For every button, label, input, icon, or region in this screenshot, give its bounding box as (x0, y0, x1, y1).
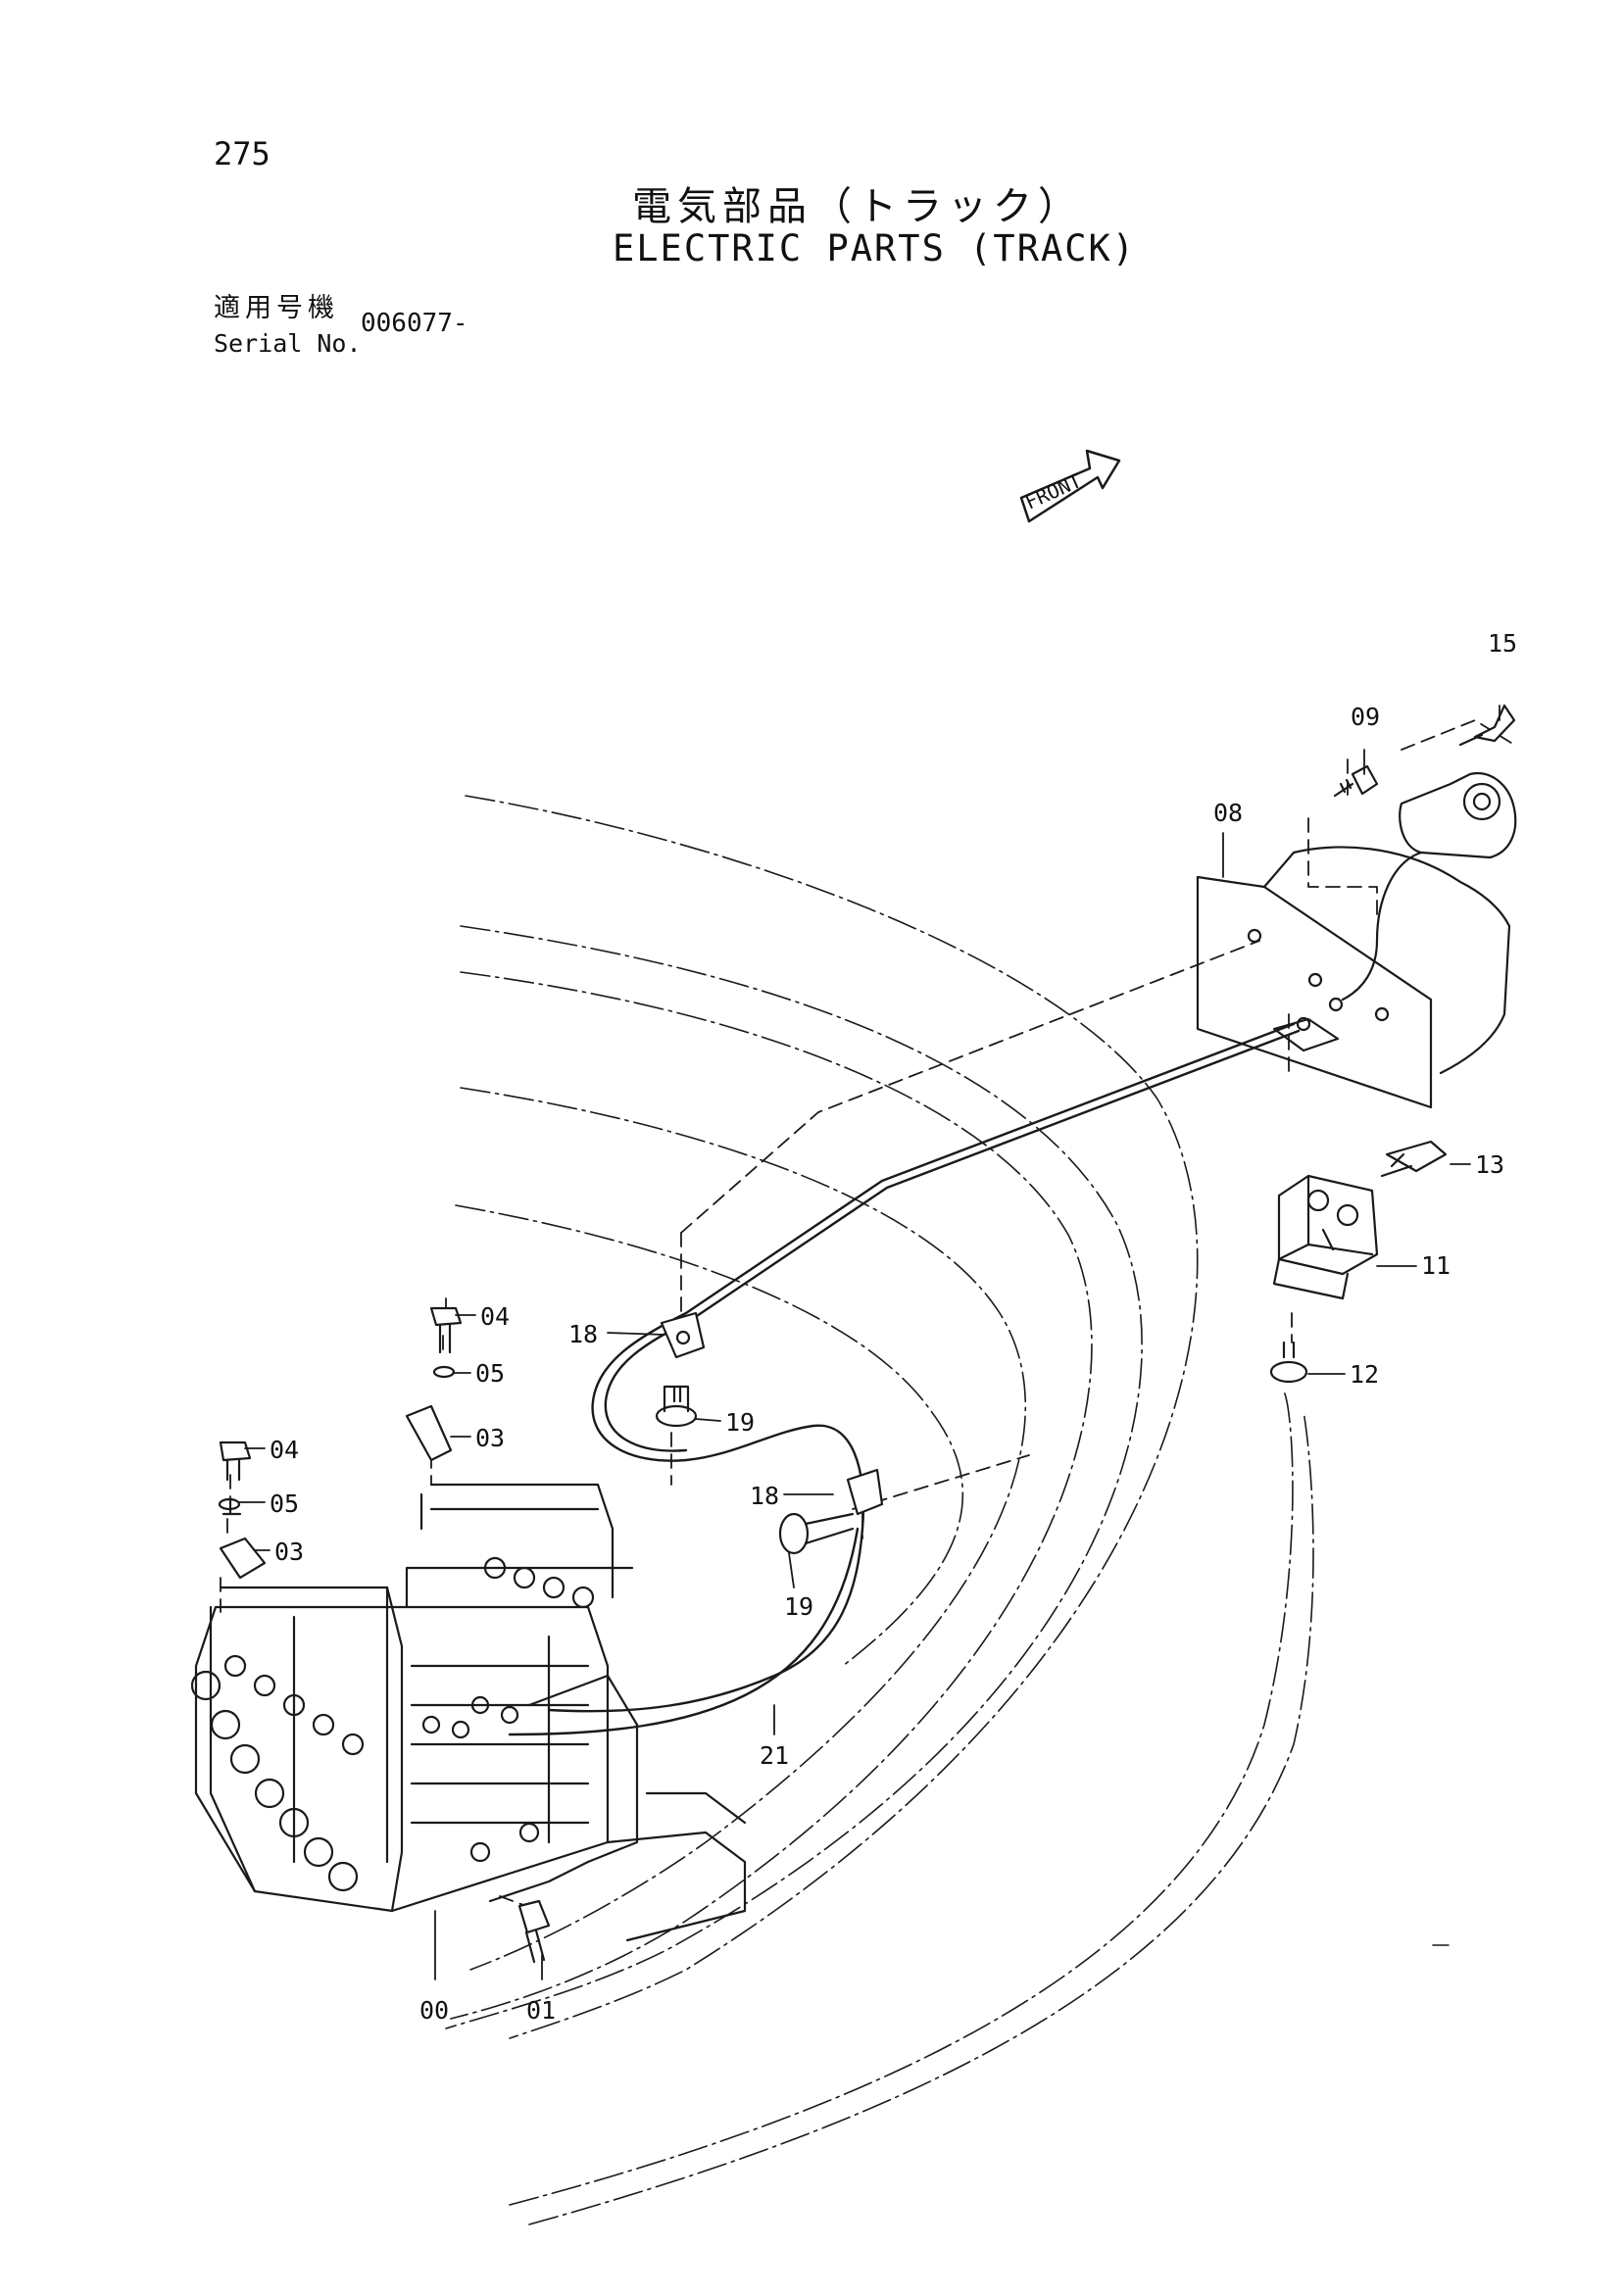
callout-03-lower: 03 (274, 1538, 304, 1566)
page-number: 275 (214, 135, 270, 172)
callout-21: 21 (760, 1741, 789, 1770)
callout-18-lower: 18 (750, 1482, 779, 1510)
callout-15: 15 (1488, 629, 1517, 658)
page-title-japanese: 電気部品（トラック） (632, 184, 1083, 229)
serial-value: 006077- (361, 309, 468, 338)
guide-lines (220, 719, 1515, 1912)
wing-bolt-13-icon (1380, 1140, 1448, 1178)
callout-04-lower: 04 (270, 1436, 299, 1464)
callout-09: 09 (1351, 703, 1380, 731)
callout-08: 08 (1213, 799, 1243, 827)
callout-19-lower: 19 (784, 1592, 813, 1621)
bolt-19-lower-icon (778, 1512, 855, 1555)
front-arrow-icon: FRONT (1019, 449, 1121, 523)
bolt-19-upper-icon (655, 1385, 698, 1428)
washer-05-lower-icon (218, 1497, 241, 1511)
bolt-09-icon (1333, 764, 1379, 798)
serial-label-japanese: 適用号機 (214, 293, 339, 323)
bolt-15-icon (1458, 704, 1516, 747)
bracket-03-upper (405, 1404, 453, 1462)
bolt-01-icon (517, 1899, 551, 1964)
relay-bracket (1272, 1174, 1379, 1300)
bolt-12-icon (1269, 1341, 1308, 1384)
callout-03-upper: 03 (475, 1424, 505, 1452)
valve-block-assembly (190, 1483, 747, 1942)
clamp-18-lower (846, 1468, 884, 1516)
callout-04-upper: 04 (480, 1302, 510, 1331)
bolt-04-lower-icon (219, 1441, 252, 1482)
callout-05-lower: 05 (270, 1490, 299, 1518)
bolt-04-upper-icon (429, 1306, 463, 1354)
clamp-18-upper (660, 1311, 706, 1359)
callout-18-upper: 18 (568, 1320, 598, 1348)
callout-19-upper: 19 (725, 1408, 755, 1437)
callout-00: 00 (419, 1996, 449, 2025)
page-title-english: ELECTRIC PARTS (TRACK) (613, 227, 1137, 269)
bracket-03-lower (219, 1537, 267, 1580)
mounting-plate (1196, 846, 1511, 1109)
callout-13: 13 (1475, 1150, 1504, 1179)
washer-05-upper-icon (432, 1365, 456, 1379)
machine-body-outline (445, 795, 1314, 2225)
leader-lines (238, 705, 1500, 1980)
callout-12: 12 (1350, 1360, 1379, 1389)
callout-11: 11 (1421, 1251, 1451, 1280)
callout-01: 01 (526, 1996, 556, 2025)
callout-labels: 15 09 08 13 11 12 18 19 18 19 21 04 05 0… (270, 629, 1517, 2025)
lamp-socket (1341, 771, 1517, 1001)
callout-05-upper: 05 (475, 1359, 505, 1388)
serial-label: Serial No. (214, 329, 362, 358)
